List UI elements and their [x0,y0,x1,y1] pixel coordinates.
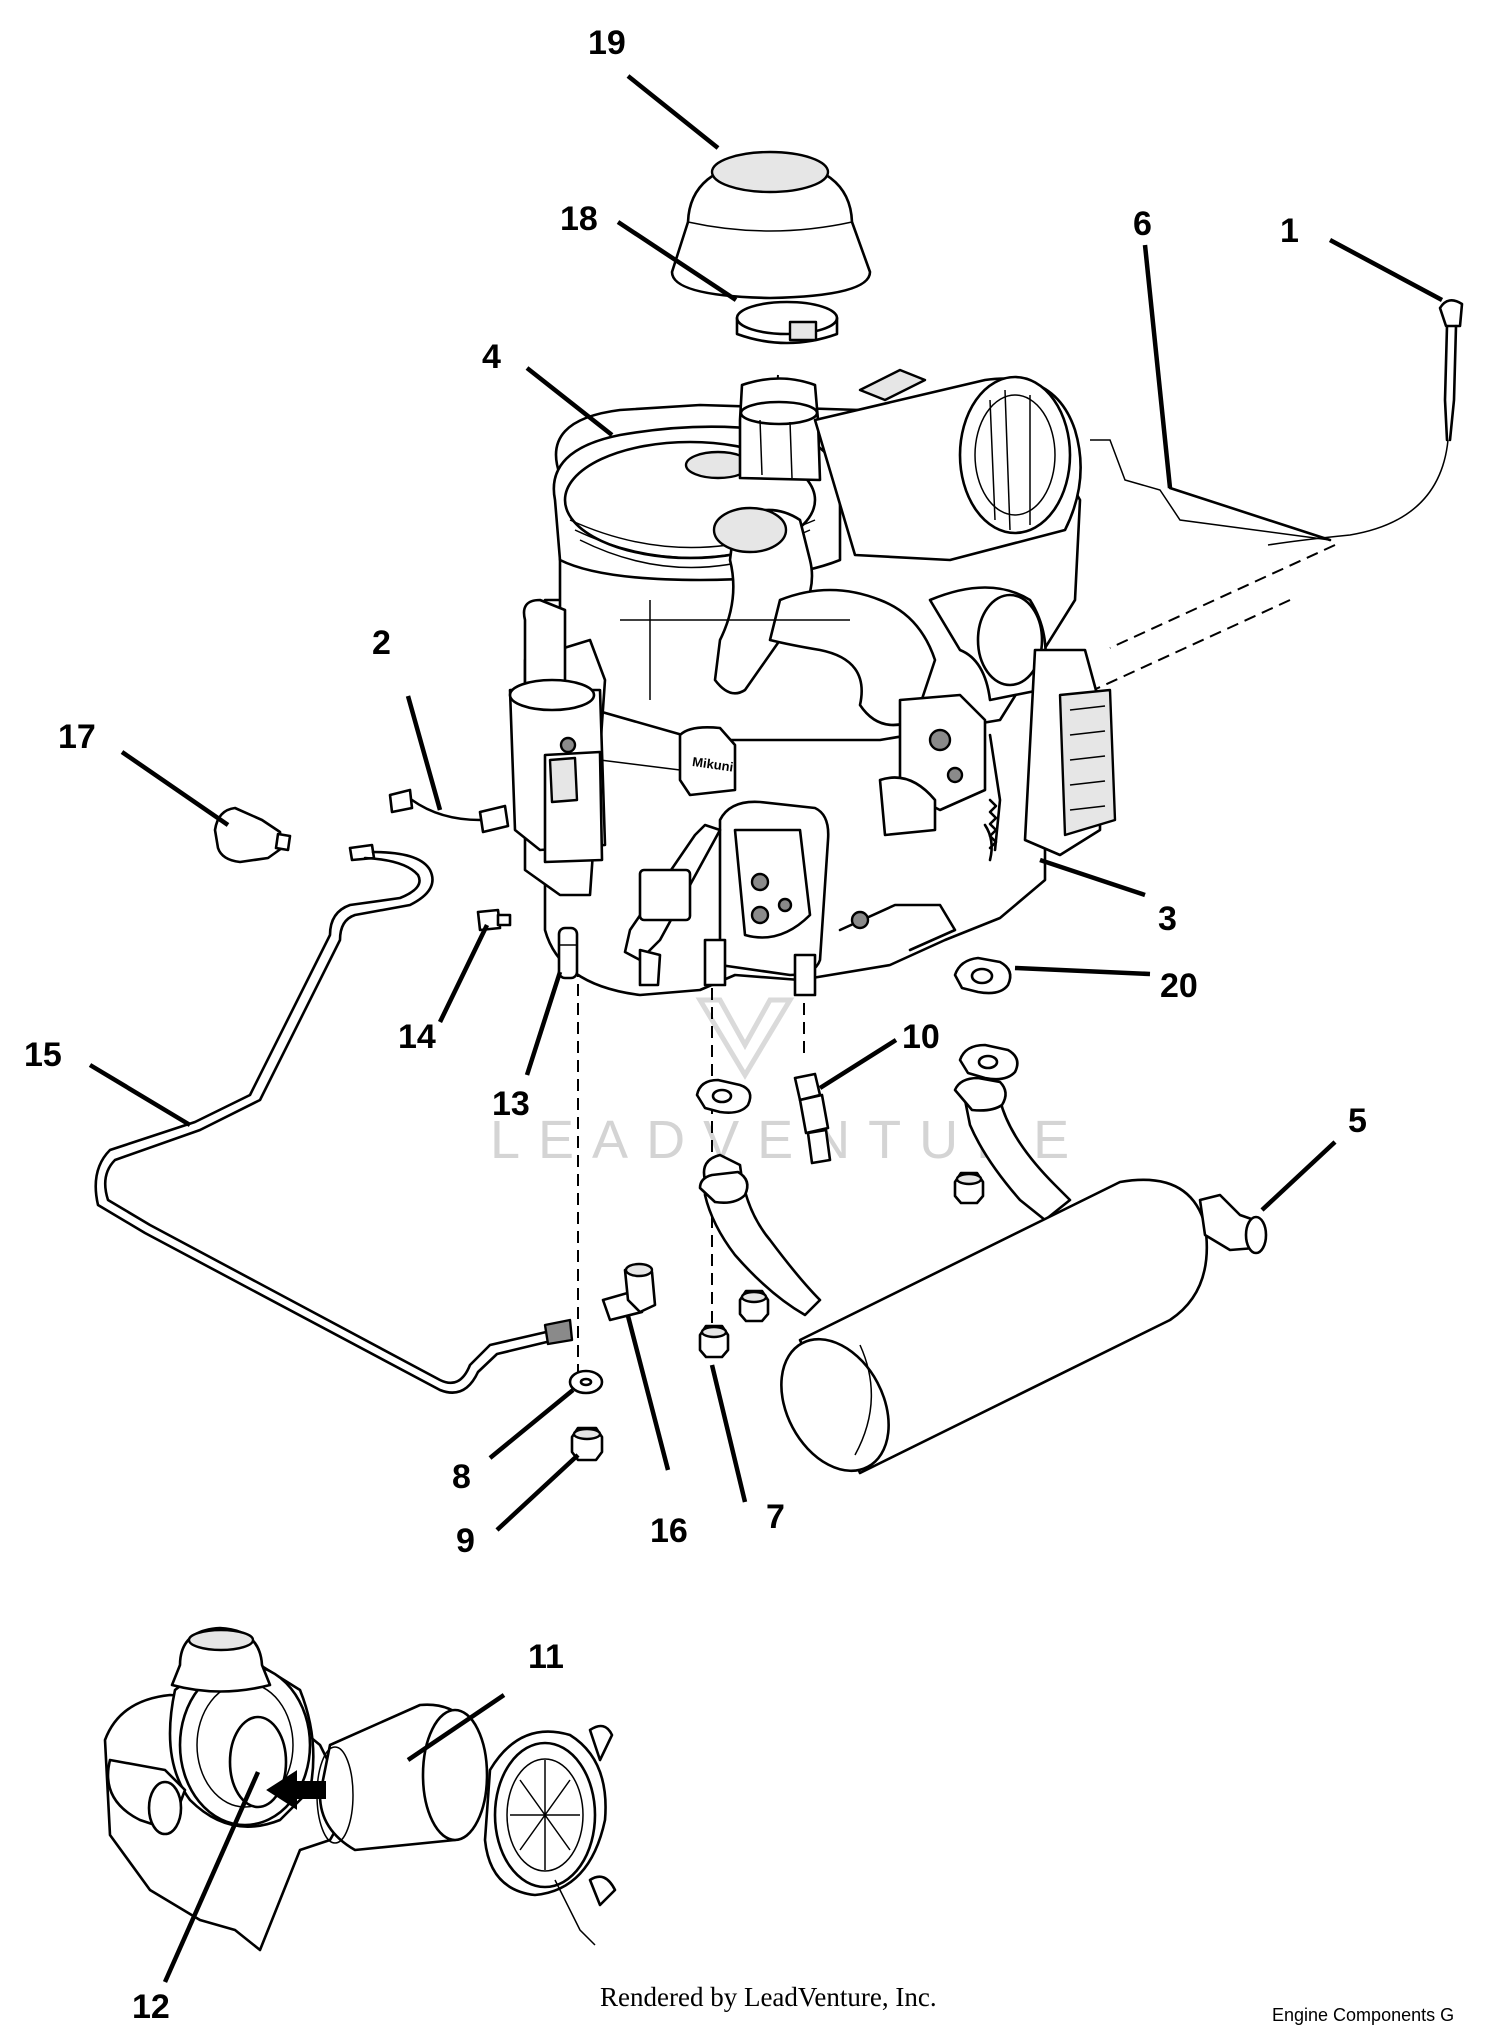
part-2-wire-connector [388,788,510,834]
part-20-gasket [953,956,1012,995]
part-6-dipstick-tube [1090,439,1332,542]
part-8-washer [568,1369,604,1395]
callout-numbers: 1 2 3 4 5 6 7 8 9 10 11 12 13 14 15 16 1… [24,24,1367,2026]
part-16-elbow-fitting [601,1262,657,1322]
callout-18: 18 [560,200,598,238]
diagram-caption: Engine Components G [1272,2005,1455,2025]
callout-9: 9 [456,1522,475,1560]
part-19-air-cleaner-cap [670,150,872,300]
part-14-bolt [476,908,512,932]
mikuni-label: Mikuni [691,754,734,775]
part-1-dipstick [1267,299,1464,546]
callout-2: 2 [372,624,391,662]
rendered-by-credit: Rendered by LeadVenture, Inc. [600,1982,937,2012]
part-9-nut [570,1426,604,1462]
callout-4: 4 [482,338,501,376]
callout-12: 12 [132,1988,170,2026]
gaskets [695,1043,1019,1114]
callout-13: 13 [492,1085,530,1123]
part-4-engine-block: Mikuni [508,368,1117,997]
callout-5: 5 [1348,1102,1367,1140]
callout-7: 7 [766,1498,785,1536]
part-17-spark-plug-boot [213,806,292,864]
part-10-fitting [793,1072,832,1165]
callout-16: 16 [650,1512,688,1550]
callout-11: 11 [528,1638,564,1676]
callout-15: 15 [24,1036,62,1074]
callout-1: 1 [1280,212,1299,250]
callout-10: 10 [902,1018,940,1056]
part-13-stud [557,926,579,980]
inset-air-cleaner-assembly [103,1626,617,1952]
callout-20: 20 [1160,967,1198,1005]
callout-14: 14 [398,1018,436,1056]
part-18-hose-clamp [735,300,839,345]
callout-17: 17 [58,718,96,756]
leader-lines [88,74,1444,1983]
part-5-muffler [698,1076,1268,1475]
part-7-nuts [698,1171,985,1359]
callout-8: 8 [452,1458,471,1496]
callout-19: 19 [588,24,626,62]
callout-6: 6 [1133,205,1152,243]
callout-3: 3 [1158,900,1177,938]
part-15-wire-lead [94,843,574,1394]
